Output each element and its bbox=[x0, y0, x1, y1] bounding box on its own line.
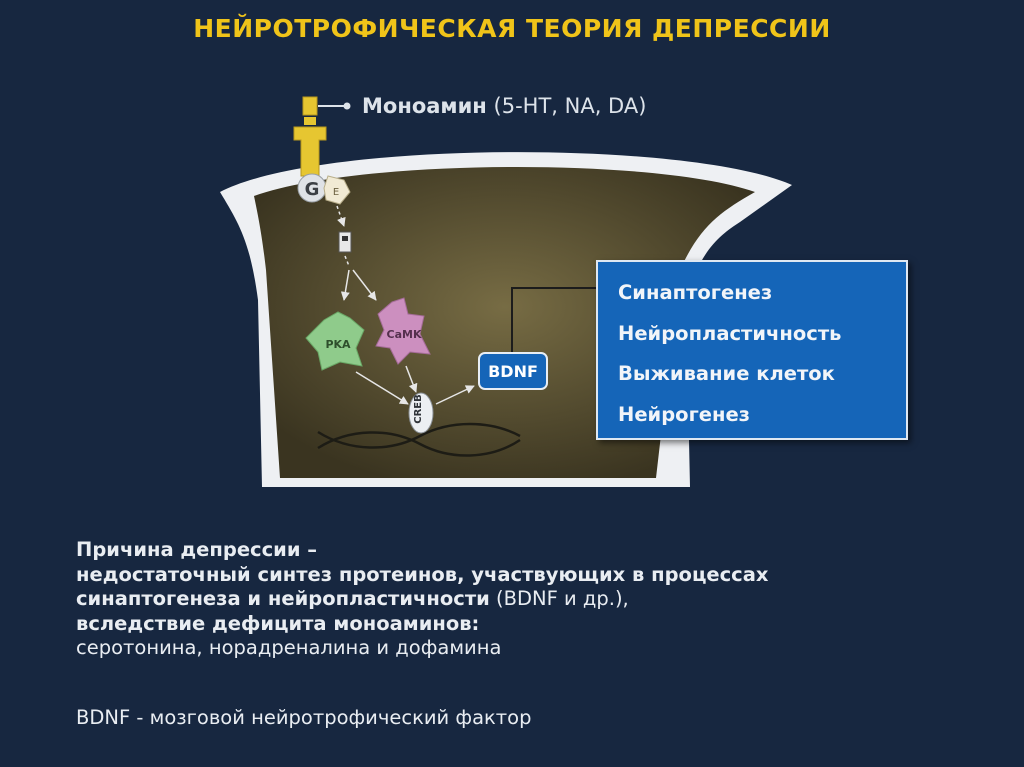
arrow-to-camk bbox=[352, 269, 377, 301]
effect-neuroplasticity: Нейропластичность bbox=[618, 321, 842, 345]
caption-line-1: Причина депрессии – bbox=[76, 538, 318, 561]
g-protein-icon: G bbox=[297, 173, 327, 203]
caption-line-2: недостаточный синтез протеинов, участвую… bbox=[76, 562, 769, 586]
caption-line-3: синаптогенеза и нейропластичности (BDNF … bbox=[76, 587, 976, 612]
ligand-pointer-dot bbox=[343, 102, 351, 110]
creb-label: CREB bbox=[413, 394, 424, 424]
connector-bdnf-to-effects bbox=[511, 287, 596, 352]
pka-label: PKA bbox=[325, 338, 351, 351]
creb-icon: CREB bbox=[408, 392, 434, 434]
bdnf-box: BDNF bbox=[478, 352, 548, 390]
effects-box: Синаптогенез Нейропластичность Выживание… bbox=[596, 260, 908, 440]
arrow-camk-to-creb bbox=[405, 365, 418, 393]
ligand-name: Моноамин bbox=[362, 94, 487, 118]
second-messenger-icon bbox=[338, 231, 352, 253]
caption-text: Причина депрессии – недостаточный синтез… bbox=[76, 538, 976, 661]
caption-line-3-bold: синаптогенеза и нейропластичности bbox=[76, 587, 490, 610]
camk-label: CaMK bbox=[387, 328, 422, 341]
effector-icon: E bbox=[323, 175, 351, 205]
arrow-pka-to-creb bbox=[355, 371, 409, 405]
dna-icon bbox=[317, 422, 521, 457]
arrow-messenger-down bbox=[344, 255, 350, 267]
page-title: НЕЙРОТРОФИЧЕСКАЯ ТЕОРИЯ ДЕПРЕССИИ bbox=[193, 14, 831, 43]
arrow-creb-to-bdnf bbox=[435, 385, 475, 405]
effect-neurogenesis: Нейрогенез bbox=[618, 402, 751, 426]
ligand-detail: (5-HT, NA, DA) bbox=[493, 94, 647, 118]
pka-icon: PKA bbox=[305, 311, 365, 371]
receptor-icon bbox=[293, 96, 327, 177]
caption-line-5: серотонина, норадреналина и дофамина bbox=[76, 636, 502, 659]
camk-icon: CaMK bbox=[375, 297, 431, 365]
g-protein-label: G bbox=[305, 179, 320, 200]
arrow-to-pka bbox=[340, 269, 350, 301]
effect-cell-survival: Выживание клеток bbox=[618, 362, 835, 385]
effector-label: E bbox=[333, 187, 339, 198]
effect-synaptogenesis: Синаптогенез bbox=[618, 281, 773, 304]
caption-line-3-rest: (BDNF и др.), bbox=[489, 587, 629, 610]
ligand-label: Моноамин (5-HT, NA, DA) bbox=[362, 94, 646, 118]
footnote: BDNF - мозговой нейротрофический фактор bbox=[76, 706, 532, 729]
caption-line-4: вследствие дефицита моноаминов: bbox=[76, 611, 480, 635]
